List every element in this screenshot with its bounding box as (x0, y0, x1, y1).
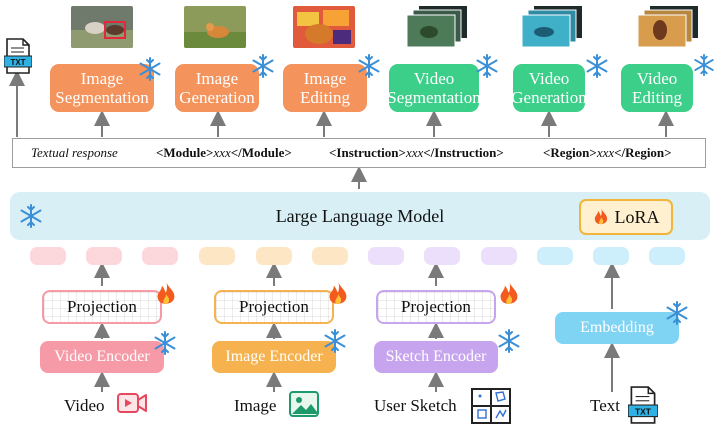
sketch-input-label: User Sketch (374, 396, 457, 415)
region-token-format: <Region>xxx</Region> (543, 145, 672, 160)
image-token (199, 247, 235, 265)
snowflake-icon (324, 329, 346, 353)
sketch-token (424, 247, 460, 265)
snowflake-icon (358, 54, 380, 78)
snowflake-icon (252, 54, 274, 78)
video-generation-module: Video Generation (511, 64, 587, 112)
image-encoder: Image Encoder (212, 341, 336, 373)
image-icon (289, 391, 319, 417)
image-editing-module: Image Editing (283, 64, 367, 112)
sketch-token (368, 247, 404, 265)
video-token (86, 247, 122, 265)
image-input-label: Image (234, 396, 277, 415)
video-editing-module: Video Editing (621, 64, 693, 112)
image-projection: Projection (214, 290, 334, 324)
video-encoder: Video Encoder (40, 341, 164, 373)
video-editing-thumbnail (637, 6, 698, 48)
video-generation-thumbnail (521, 6, 582, 48)
video-token (142, 247, 178, 265)
snowflake-icon (154, 331, 176, 355)
text-token (593, 247, 629, 265)
fire-icon (594, 208, 607, 225)
text-token (537, 247, 573, 265)
sketch-icon (471, 388, 511, 424)
video-camera-icon (117, 393, 147, 413)
image-editing-thumbnail (293, 6, 355, 48)
txt-file-badge: TXT (635, 407, 652, 417)
snowflake-icon (476, 54, 498, 78)
snowflake-icon (666, 301, 688, 325)
txt-file-icon: TXT (628, 386, 658, 424)
video-segmentation-module: Video Segmentation (387, 64, 481, 112)
snowflake-icon (498, 329, 520, 353)
video-projection: Projection (42, 290, 162, 324)
snowflake-icon (20, 204, 42, 228)
image-segmentation-module: Image Segmentation (50, 64, 154, 112)
snowflake-icon (694, 53, 714, 77)
image-token (256, 247, 292, 265)
text-embedding: Embedding (555, 312, 679, 344)
lora-adapter: LoRA (579, 199, 673, 235)
fire-icon (157, 281, 175, 305)
lora-label: LoRA (614, 206, 660, 227)
sketch-token (481, 247, 517, 265)
video-segmentation-thumbnail (406, 6, 467, 48)
image-generation-module: Image Generation (175, 64, 259, 112)
sketch-encoder: Sketch Encoder (374, 341, 498, 373)
text-token (649, 247, 685, 265)
image-generation-thumbnail (184, 6, 246, 48)
textual-response-bar: Textual response <Module>xxx</Module> <I… (12, 138, 706, 168)
text-input-label: Text (590, 396, 620, 415)
textual-response-label: Textual response (31, 145, 118, 160)
fire-icon (500, 281, 518, 305)
image-segmentation-thumbnail (71, 6, 133, 48)
txt-output-icon: TXT (4, 38, 32, 74)
video-token (30, 247, 66, 265)
snowflake-icon (139, 57, 161, 81)
snowflake-icon (586, 54, 608, 78)
video-input-label: Video (64, 396, 105, 415)
sketch-projection: Projection (376, 290, 496, 324)
instruction-token-format: <Instruction>xxx</Instruction> (329, 145, 504, 160)
image-token (312, 247, 348, 265)
fire-icon (329, 281, 347, 305)
txt-output-badge: TXT (10, 58, 25, 67)
module-token-format: <Module>xxx</Module> (156, 145, 292, 160)
llm-label: Large Language Model (275, 206, 445, 226)
